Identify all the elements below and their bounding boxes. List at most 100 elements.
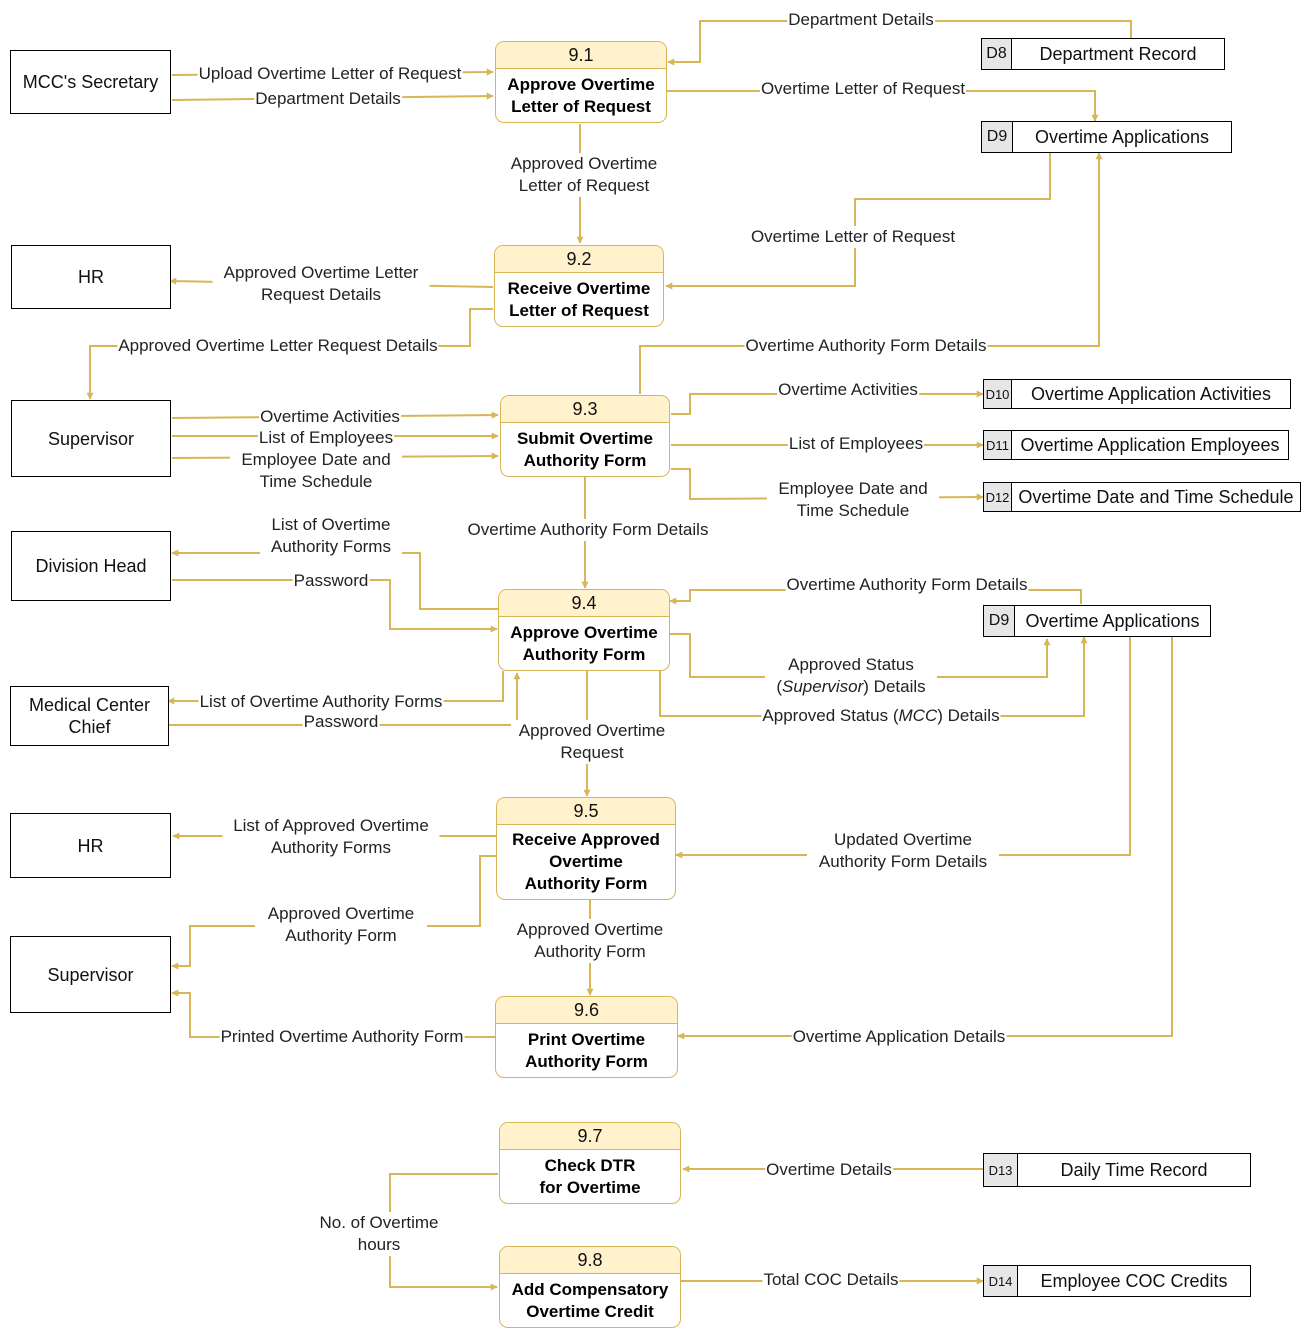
label-text: ) Details bbox=[863, 677, 926, 696]
store-name: Daily Time Record bbox=[1060, 1159, 1208, 1180]
store-name: Overtime Applications bbox=[1034, 126, 1210, 147]
store-id: D9 bbox=[982, 122, 1013, 152]
entity-mcc-secretary[interactable]: MCC's Secretary bbox=[10, 50, 171, 114]
store-d11[interactable]: D11 Overtime Application Employees bbox=[983, 430, 1289, 460]
label-letter-from-d9: Overtime Letter of Request bbox=[749, 226, 957, 248]
label-letter-to-d9: Overtime Letter of Request bbox=[759, 78, 967, 100]
store-id: D14 bbox=[984, 1266, 1018, 1296]
label-list-oaf-mcc: List of Overtime Authority Forms bbox=[198, 691, 444, 713]
store-d13[interactable]: D13 Daily Time Record bbox=[983, 1153, 1251, 1187]
process-number: 9.5 bbox=[497, 798, 675, 825]
flow-approved-letter-sup bbox=[86, 308, 493, 400]
process-name: Receive Approved Overtime Authority Form bbox=[512, 830, 660, 893]
label-updated-oaf: Updated Overtime Authority Form Details bbox=[807, 829, 999, 873]
entity-division-head[interactable]: Division Head bbox=[11, 531, 171, 601]
label-approved-status-mcc: Approved Status (MCC) Details bbox=[761, 705, 1001, 727]
label-dept-details-sec: Department Details bbox=[254, 88, 402, 110]
label-emp-date-out: Employee Date and Time Schedule bbox=[767, 478, 939, 522]
store-d12[interactable]: D12 Overtime Date and Time Schedule bbox=[983, 482, 1301, 512]
label-text: Approved Status ( bbox=[762, 706, 899, 725]
label-approved-letter-sup: Approved Overtime Letter Request Details bbox=[117, 335, 439, 357]
entity-label: Medical Center Chief bbox=[28, 695, 151, 737]
label-ot-activities-in: Overtime Activities bbox=[259, 406, 401, 428]
label-oaf-details-from-d9: Overtime Authority Form Details bbox=[785, 574, 1029, 596]
label-approved-oaf-sup: Approved Overtime Authority Form bbox=[255, 903, 427, 947]
flow-password-div bbox=[172, 579, 498, 633]
label-approved-letter-hr: Approved Overtime Letter Request Details bbox=[212, 262, 430, 306]
process-name: Approve Overtime Authority Form bbox=[510, 622, 658, 664]
process-number: 9.2 bbox=[495, 246, 663, 273]
store-name: Overtime Application Employees bbox=[1020, 434, 1280, 455]
process-name: Approve Overtime Letter of Request bbox=[507, 74, 655, 116]
store-name: Overtime Date and Time Schedule bbox=[1018, 486, 1294, 507]
store-name: Overtime Applications bbox=[1025, 610, 1200, 631]
entity-medical-center-chief[interactable]: Medical Center Chief bbox=[10, 686, 169, 746]
label-text: ) Details bbox=[937, 706, 1000, 725]
entity-label: Supervisor bbox=[47, 964, 134, 985]
label-total-coc: Total COC Details bbox=[762, 1269, 900, 1291]
label-ot-app-details: Overtime Application Details bbox=[791, 1026, 1007, 1048]
flow-letter-from-d9 bbox=[665, 153, 1051, 290]
store-d9-top[interactable]: D9 Overtime Applications bbox=[981, 121, 1232, 153]
store-id: D12 bbox=[984, 483, 1012, 511]
entity-supervisor-top[interactable]: Supervisor bbox=[11, 400, 171, 477]
process-name: Add Compensatory Overtime Credit bbox=[511, 1279, 669, 1321]
flow-approved-status-sup bbox=[670, 633, 1051, 678]
flow-oaf-details-d9 bbox=[639, 152, 1103, 394]
label-list-approved-oaf: List of Approved Overtime Authority Form… bbox=[222, 815, 440, 859]
entity-label: MCC's Secretary bbox=[22, 72, 159, 92]
entity-label: Division Head bbox=[35, 556, 147, 576]
flow-dept-details-d8 bbox=[667, 20, 1132, 66]
label-emp-date-in: Employee Date and Time Schedule bbox=[230, 449, 402, 493]
label-list-oaf-div: List of Overtime Authority Forms bbox=[260, 514, 402, 558]
entity-hr-top[interactable]: HR bbox=[11, 245, 171, 309]
store-d14[interactable]: D14 Employee COC Credits bbox=[983, 1265, 1251, 1297]
label-approved-letter: Approved Overtime Letter of Request bbox=[503, 153, 665, 197]
label-dept-details-d8: Department Details bbox=[787, 9, 935, 31]
store-name: Department Record bbox=[1039, 43, 1197, 64]
process-name: Check DTR for Overtime bbox=[539, 1155, 641, 1197]
label-list-employees-out: List of Employees bbox=[787, 433, 925, 455]
store-id: D9 bbox=[984, 606, 1015, 636]
label-upload-letter: Upload Overtime Letter of Request bbox=[197, 63, 463, 85]
entity-hr-bottom[interactable]: HR bbox=[10, 813, 171, 878]
label-password-div: Password bbox=[292, 570, 370, 592]
label-list-employees-in: List of Employees bbox=[257, 427, 395, 449]
process-number: 9.4 bbox=[499, 590, 669, 617]
process-number: 9.8 bbox=[500, 1247, 680, 1274]
process-number: 9.7 bbox=[500, 1123, 680, 1150]
process-name: Print Overtime Authority Form bbox=[525, 1029, 648, 1071]
label-approved-ot-request: Approved Overtime Request bbox=[511, 720, 673, 764]
label-printed-oaf: Printed Overtime Authority Form bbox=[219, 1026, 465, 1048]
label-emphasis: MCC bbox=[898, 706, 938, 725]
label-ot-activities-out: Overtime Activities bbox=[777, 379, 919, 401]
entity-label: HR bbox=[77, 835, 104, 856]
store-d9-bottom[interactable]: D9 Overtime Applications bbox=[983, 605, 1211, 637]
label-emphasis: Supervisor bbox=[782, 677, 864, 696]
store-name: Employee COC Credits bbox=[1040, 1270, 1228, 1291]
label-ot-details: Overtime Details bbox=[765, 1159, 893, 1181]
process-number: 9.1 bbox=[496, 42, 666, 69]
store-id: D11 bbox=[984, 431, 1012, 459]
process-name: Receive Overtime Letter of Request bbox=[507, 278, 651, 320]
entity-supervisor-bottom[interactable]: Supervisor bbox=[10, 936, 171, 1013]
flow-oaf-details-from-d9 bbox=[669, 589, 1082, 605]
label-no-ot-hours: No. of Overtime hours bbox=[308, 1212, 450, 1256]
entity-label: Supervisor bbox=[47, 428, 135, 449]
process-number: 9.3 bbox=[501, 396, 669, 423]
process-name: Submit Overtime Authority Form bbox=[516, 428, 654, 470]
store-d8[interactable]: D8 Department Record bbox=[981, 38, 1225, 70]
store-id: D13 bbox=[984, 1154, 1018, 1186]
store-name: Overtime Application Activities bbox=[1030, 383, 1272, 404]
label-password-mcc: Password bbox=[302, 711, 380, 733]
store-id: D8 bbox=[982, 39, 1012, 69]
